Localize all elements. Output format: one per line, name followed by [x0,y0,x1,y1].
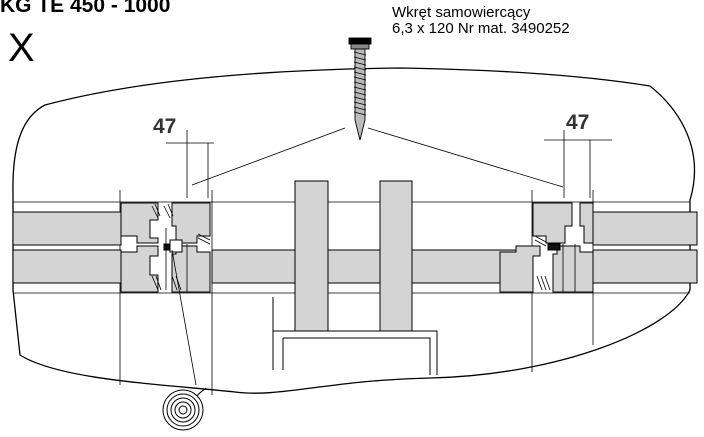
connector-left [120,202,211,293]
screw-icon [348,37,372,141]
dimension-label-left: 47 [153,115,177,138]
panel-lower-mid [211,249,533,284]
panel-upper-right [592,211,698,246]
drawing-title: KG TE 450 - 1000 [0,0,171,17]
seal-coil-icon [162,387,207,431]
reference-lines [13,201,690,294]
panels [12,211,698,284]
screw-callout: Wkręt samowiercący 6,3 x 120 Nr mat. 349… [392,5,570,37]
dimension-label-right: 47 [566,111,590,134]
breakout-outline [12,67,695,394]
post-right [379,180,413,332]
dimension-lines [166,130,612,198]
central-posts [294,180,413,332]
panel-upper-left [12,211,122,246]
panel-lower-left [12,249,122,284]
post-left [294,180,329,332]
panel-lower-right [592,249,698,284]
leader-lines [171,127,564,386]
callout-line-1: Wkręt samowiercący [392,4,531,21]
callout-line-2: 6,3 x 120 Nr mat. 3490252 [392,20,570,37]
connector-right [499,202,594,293]
hatch-right [534,235,576,292]
view-label: X [8,26,35,70]
hatch-left [151,203,211,292]
base-frame [272,297,438,375]
